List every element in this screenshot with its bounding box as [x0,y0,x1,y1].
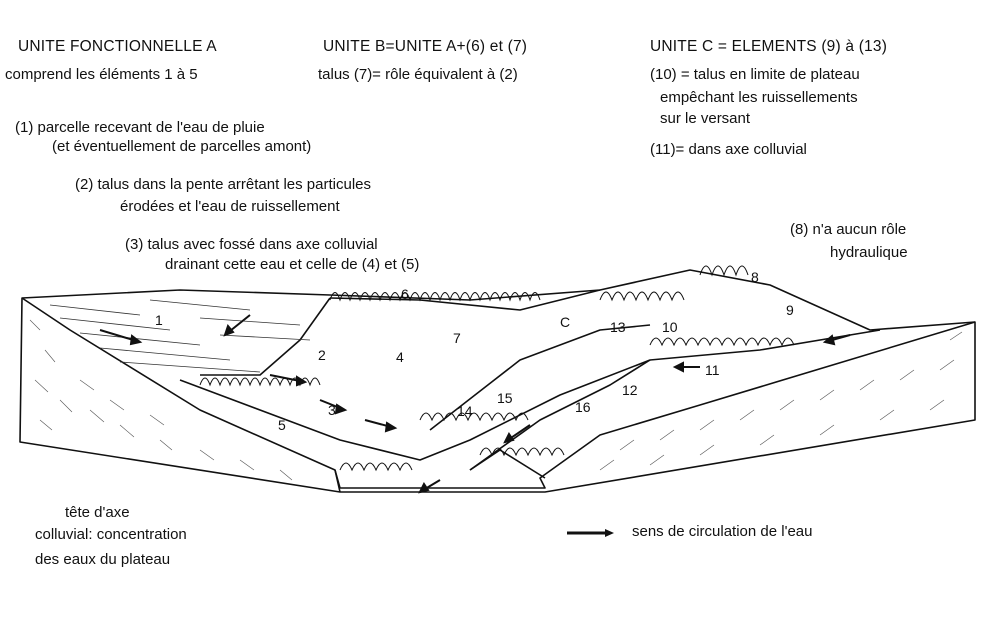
colluvial-axis [179,329,881,461]
bottom-note-line3: des eaux du plateau [35,551,171,568]
label-14: 14 [457,403,473,419]
note-1-line1: (1) parcelle recevant de l'eau de pluie [15,119,265,136]
note-8-line2: hydraulique [830,244,908,261]
label-13: 13 [610,319,626,335]
unit-c-title: UNITE C = ELEMENTS (9) à (13) [650,38,888,55]
flow-arrow-icon [567,529,614,537]
note-1-line2: (et éventuellement de parcelles amont) [52,138,312,155]
note-2-line1: (2) talus dans la pente arrêtant les par… [75,176,371,193]
talus-2 [200,297,331,376]
label-15: 15 [497,390,513,406]
note-2-line2: érodées et l'eau de ruissellement [120,198,340,215]
unit-a-subtitle: comprend les éléments 1 à 5 [5,66,198,83]
label-3: 3 [328,402,336,418]
slope-hatching [29,319,963,481]
label-9: 9 [786,302,794,318]
talus-15 [429,324,651,431]
note-10-line3: sur le versant [660,110,751,127]
valley-notch [469,449,546,479]
bottom-note-line2: colluvial: concentration [35,526,187,543]
talus-16 [469,359,651,471]
note-3-line1: (3) talus avec fossé dans axe colluvial [125,236,378,253]
note-10-line2: empêchant les ruissellements [660,89,858,106]
label-1: 1 [155,312,163,328]
label-7: 7 [453,330,461,346]
note-8-line1: (8) n'a aucun rôle [790,221,907,238]
label-4: 4 [396,349,404,365]
flow-arrows [99,314,851,494]
label-8: 8 [751,269,759,285]
unit-b-subtitle: talus (7)= rôle équivalent à (2) [318,66,518,83]
label-12: 12 [622,382,638,398]
label-16: 16 [575,399,591,415]
unit-b-title: UNITE B=UNITE A+(6) et (7) [323,38,528,55]
hedge-trees [199,265,795,472]
block-outline [19,269,976,493]
label-10: 10 [662,319,678,335]
plateau-top-edge [329,289,601,311]
bottom-note-line1: tête d'axe [65,504,130,521]
label-5: 5 [278,417,286,433]
note-11: (11)= dans axe colluvial [650,141,807,158]
legend-arrow-label: sens de circulation de l'eau [632,523,813,540]
valley-floor-edge [334,321,976,489]
left-slope-edge [21,297,341,493]
unit-a-title: UNITE FONCTIONNELLE A [18,38,217,55]
label-c: C [560,314,570,330]
label-2: 2 [318,347,326,363]
note-3-line2: drainant cette eau et celle de (4) et (5… [165,256,420,273]
label-6: 6 [401,286,409,302]
parcel-1-furrows [49,299,311,373]
label-11: 11 [705,362,720,378]
note-10-line1: (10) = talus en limite de plateau [650,66,860,83]
